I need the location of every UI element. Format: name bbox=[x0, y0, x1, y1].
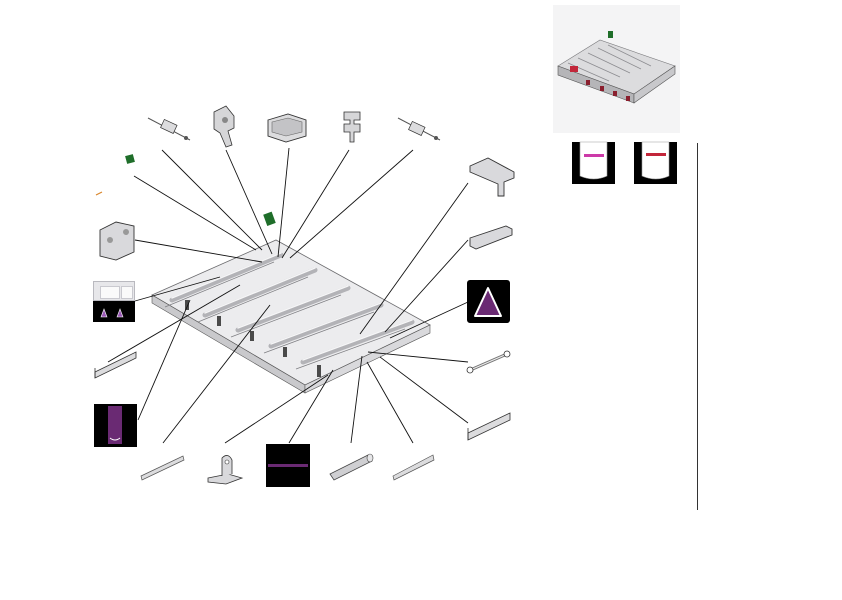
warning-tick-icon bbox=[95, 191, 103, 196]
corner-bracket-icon bbox=[469, 157, 515, 197]
tab-plate-icon bbox=[207, 455, 244, 485]
magenta-cartridge-icon bbox=[572, 141, 615, 184]
end-rail-icon bbox=[467, 412, 511, 441]
main-assembly-tray bbox=[151, 211, 431, 394]
leader-lines bbox=[107, 147, 469, 444]
connector-cable-icon bbox=[397, 117, 441, 141]
slide-rail-icon bbox=[140, 455, 185, 481]
label-swatch bbox=[100, 286, 120, 299]
cover-rail-icon bbox=[469, 225, 513, 250]
housing-connector-icon bbox=[267, 113, 307, 143]
latch-bracket-icon bbox=[213, 105, 235, 148]
end-plate-icon bbox=[99, 221, 135, 261]
roller-tube-icon bbox=[329, 453, 374, 481]
panel-divider bbox=[697, 143, 698, 510]
slide-rail-icon bbox=[392, 454, 435, 481]
strip-label-icon bbox=[266, 444, 310, 487]
inset-assembly-preview bbox=[553, 5, 680, 133]
connector-cable-icon bbox=[147, 117, 191, 141]
color-selector-label bbox=[93, 281, 135, 301]
label-swatch bbox=[121, 286, 133, 299]
purple-cartridge-icon bbox=[94, 404, 137, 447]
warning-label-icon bbox=[467, 280, 510, 323]
pcb-chip-icon bbox=[125, 154, 135, 164]
mount-bracket-icon bbox=[343, 111, 361, 143]
red-cartridge-icon bbox=[634, 141, 677, 184]
roller-pin-icon bbox=[466, 350, 511, 374]
side-rail-icon bbox=[94, 351, 137, 379]
